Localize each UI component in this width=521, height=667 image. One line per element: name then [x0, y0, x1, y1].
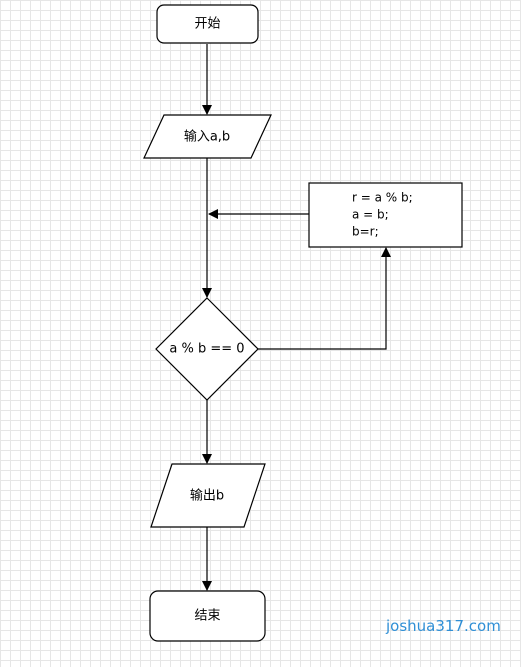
loop-body-line-2: a = b; — [352, 208, 389, 222]
end-node: 结束 — [149, 590, 266, 642]
output-node: 输出b — [150, 463, 266, 528]
input-label: 输入a,b — [184, 129, 230, 145]
end-label: 结束 — [194, 609, 220, 624]
condition-node: a % b == 0 — [155, 297, 259, 401]
output-label: 输出b — [190, 488, 224, 504]
loop-body-node: r = a % b; a = b; b=r; — [308, 182, 463, 248]
watermark-text: joshua317.com — [386, 617, 501, 635]
edge-condition-to-loop-body — [258, 247, 391, 350]
loop-body-line-3: b=r; — [352, 225, 379, 239]
start-node: 开始 — [156, 4, 259, 44]
loop-body-line-1: r = a % b; — [352, 191, 413, 205]
condition-label: a % b == 0 — [169, 342, 244, 357]
start-label: 开始 — [194, 17, 220, 32]
input-node: 输入a,b — [143, 114, 272, 159]
